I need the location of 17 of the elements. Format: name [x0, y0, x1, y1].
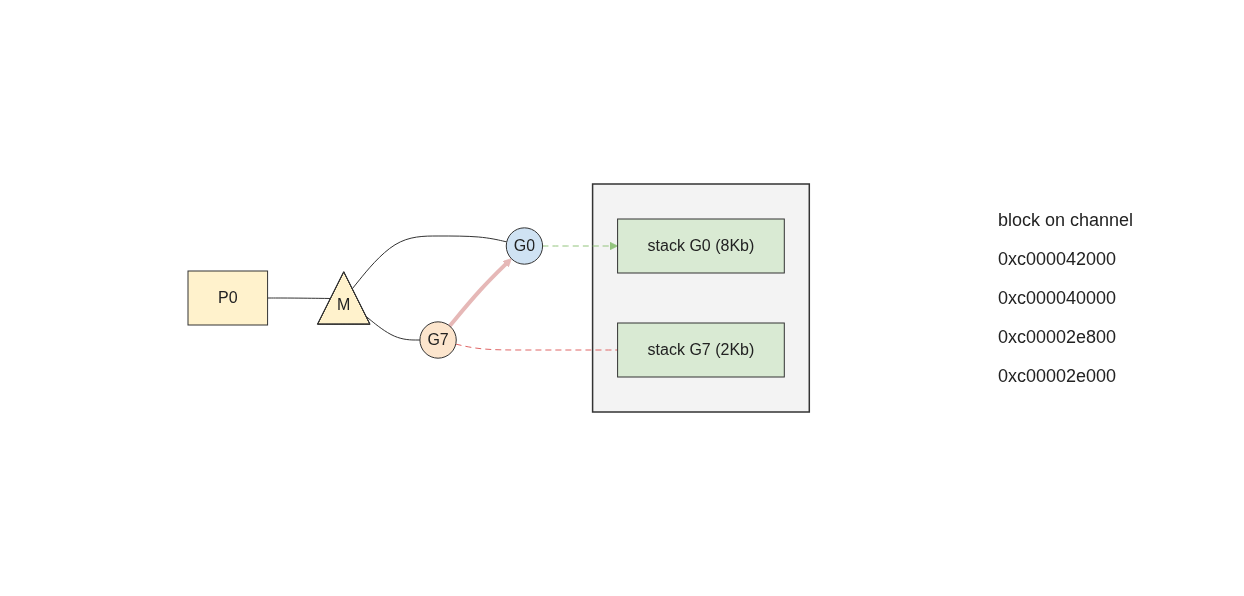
node-circle: G7 [419, 321, 458, 359]
connector [455, 343, 619, 351]
note-text: 0xc00002e800 [998, 326, 1118, 348]
node-box: stack G7 (2Kb) [617, 322, 786, 378]
arrow [448, 258, 513, 328]
note-text: 0xc00002e000 [998, 365, 1118, 387]
cluster [592, 183, 811, 413]
connector [267, 297, 332, 299]
connector [366, 316, 421, 341]
note-text: 0xc000040000 [998, 287, 1118, 309]
node-box: stack G0 (8Kb) [617, 218, 786, 274]
connector [352, 235, 508, 290]
note-text: block on channel [998, 209, 1135, 231]
node-circle: G0 [506, 227, 544, 265]
node-box: P0 [187, 270, 269, 326]
arrow [542, 241, 619, 251]
note-text: 0xc000042000 [998, 248, 1118, 270]
